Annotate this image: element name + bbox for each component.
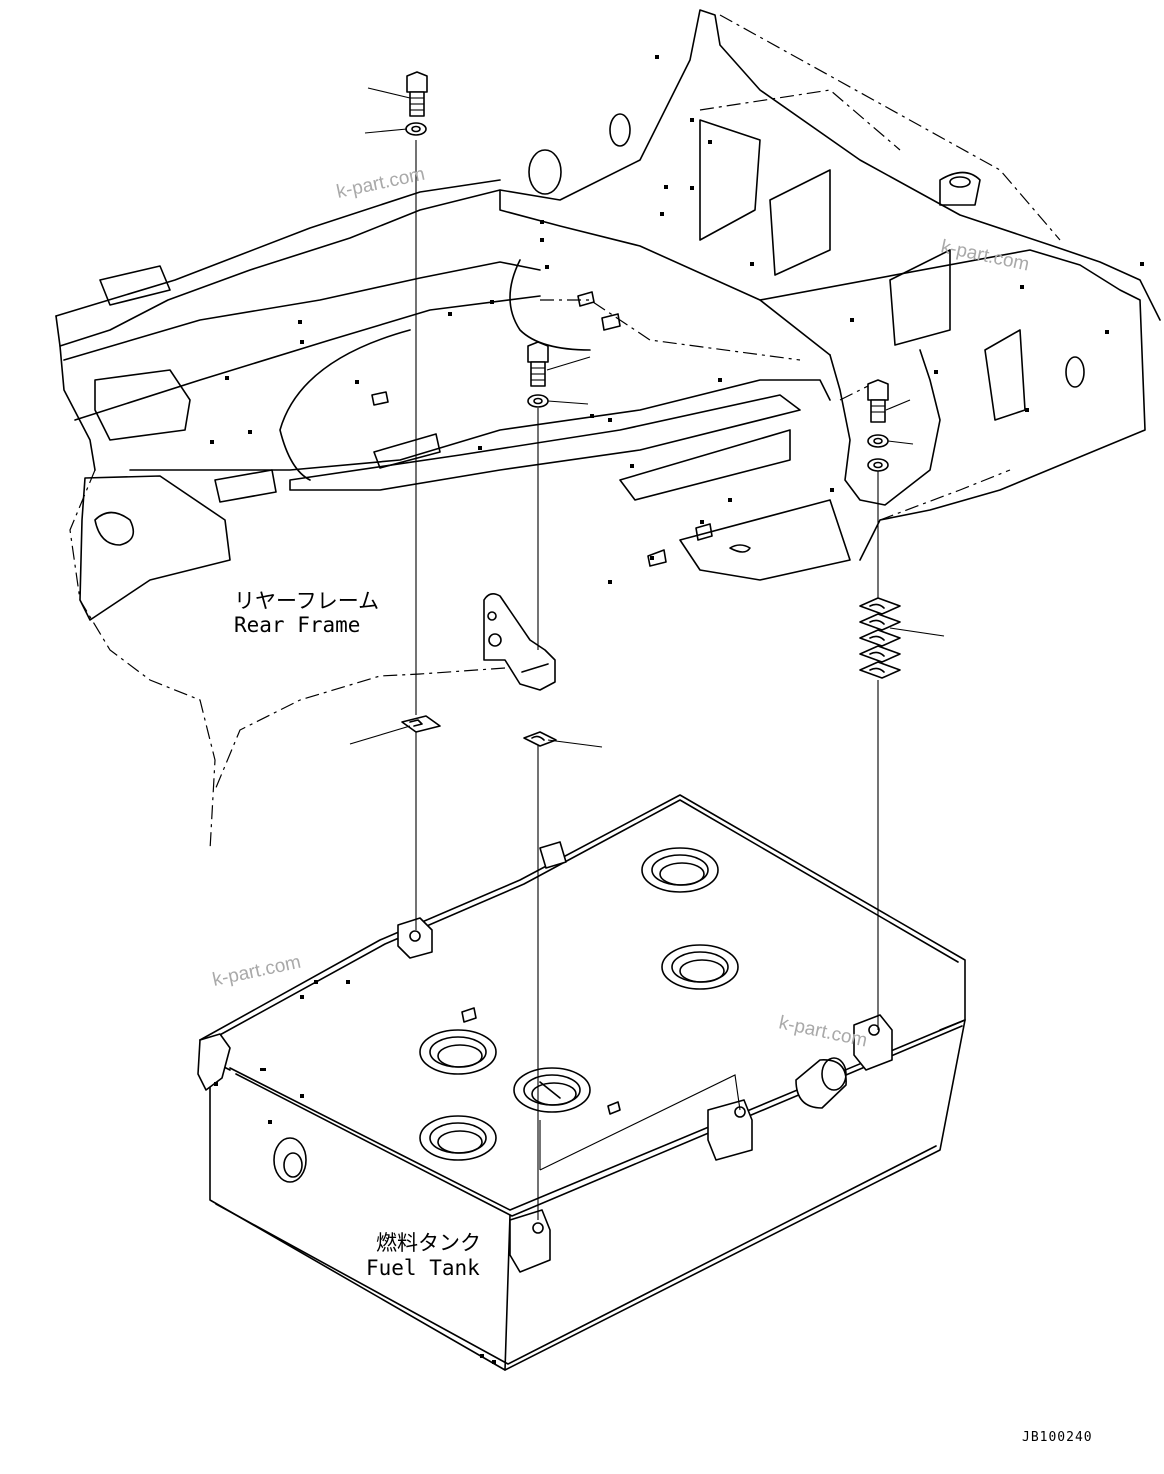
washer-icon — [527, 394, 549, 408]
bolt-icon — [867, 379, 889, 423]
watermark-text: k-part.com — [211, 952, 303, 991]
watermark-text: k-part.com — [939, 236, 1031, 275]
leader-lines — [349, 87, 945, 748]
fuel-tank — [197, 794, 966, 1371]
bolt-icon — [527, 341, 549, 387]
shim-icon — [401, 715, 441, 733]
fuel-tank-label-en: Fuel Tank — [366, 1256, 480, 1280]
watermark-text: k-part.com — [335, 164, 427, 203]
fasteners — [401, 71, 901, 1220]
drawing-code: JB100240 — [1022, 1430, 1093, 1445]
spacer-icon — [867, 458, 889, 472]
labels: リヤーフレーム Rear Frame 燃料タンク Fuel Tank JB100… — [228, 586, 1093, 1445]
watermark-text: k-part.com — [777, 1012, 869, 1051]
rear-frame — [55, 9, 1161, 851]
washer-icon — [867, 434, 889, 448]
rear-frame-label-en: Rear Frame — [234, 613, 360, 637]
bolt-icon — [406, 71, 428, 117]
fuel-tank-label-jp: 燃料タンク — [376, 1231, 481, 1255]
shim-icon — [523, 731, 557, 747]
shim-stack-icon — [859, 597, 901, 679]
washer-icon — [405, 122, 427, 136]
rear-frame-label-jp: リヤーフレーム — [234, 589, 379, 613]
